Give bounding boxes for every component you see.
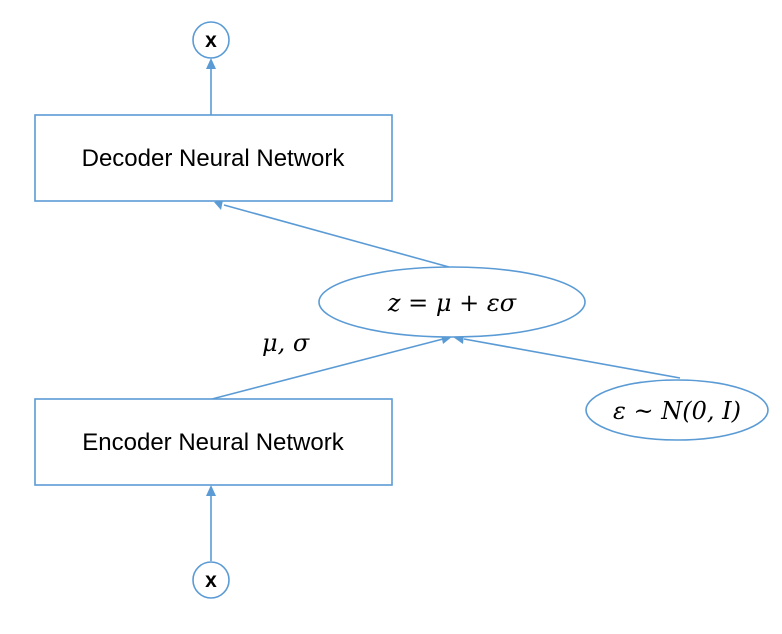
edge-latent-to-decoder [214,200,450,268]
output-circle [192,21,230,59]
decoder-box [34,114,393,202]
decoder-label: Decoder Neural Network [82,145,346,172]
output-x-node: x [192,21,230,59]
latent-node: z = μ + εσ [318,266,586,338]
edge-encoder-to-latent [211,334,453,400]
input-circle [192,561,230,599]
noise-node: ε ~ N(0, I) [585,379,769,441]
encoder-box [34,398,393,486]
output-x-label: x [205,29,217,52]
arrowhead-icon [214,200,223,210]
encoder-label: Encoder Neural Network [82,429,344,456]
latent-label: z = μ + εσ [387,289,517,317]
input-x-node: x [192,561,230,599]
decoder-node: Decoder Neural Network [34,114,393,202]
edge-input-to-encoder [206,485,216,561]
noise-label: ε ~ N(0, I) [613,397,741,425]
encoder-output-label: μ, σ [262,329,310,357]
latent-ellipse [318,266,586,338]
arrowhead-icon [206,485,216,496]
noise-ellipse [585,379,769,441]
edge-decoder-to-output [206,58,216,115]
arrowhead-icon [206,58,216,69]
encoder-node: Encoder Neural Network [34,398,393,486]
edge-noise-to-latent [453,334,681,379]
input-x-label: x [205,569,217,592]
